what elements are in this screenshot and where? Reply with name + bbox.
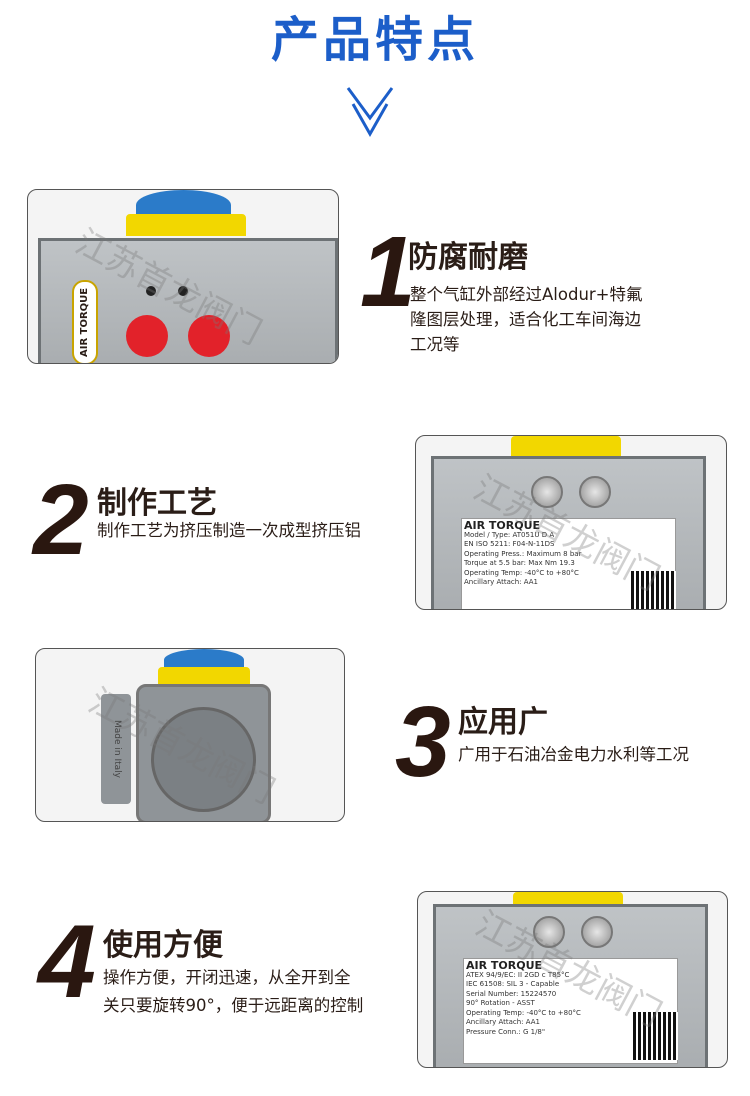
feature-description: 广用于石油冶金电力水利等工况	[458, 745, 689, 764]
label-row: Operating Temp: -40°C to +80°C	[464, 568, 579, 577]
feature-number: 2	[33, 464, 89, 576]
brand-logo: AIR TORQUE	[466, 959, 543, 972]
feature-heading: 应用广	[458, 705, 548, 740]
page-title: 产品特点	[270, 12, 479, 68]
qr-code	[631, 571, 676, 609]
cast-text: Made in Italy	[101, 694, 131, 804]
description-line: 操作方便，开闭迅速，从全开到全	[103, 968, 351, 987]
double-chevron-down-icon	[346, 87, 394, 138]
label-row: Operating Press.: Maximum 8 bar	[464, 549, 582, 558]
photo-actuator-front: AIR TORQUE 江苏首龙阀门	[27, 189, 339, 364]
label-row: ATEX 94/9/EC: II 2GD c T85°C	[466, 970, 570, 979]
photo-actuator-top: Made in Italy 江苏首龙阀门	[35, 648, 345, 822]
feature-description: 操作方便，开闭迅速，从全开到全 关只要旋转90°，便于远距离的控制	[103, 964, 423, 1020]
label-row: Operating Temp: -40°C to +80°C	[466, 1008, 581, 1017]
feature-heading: 防腐耐磨	[408, 240, 528, 275]
label-row: 90° Rotation - ASST	[466, 999, 535, 1007]
photo-actuator-label-full: AIR TORQUE ATEX 94/9/EC: II 2GD c T85°C …	[417, 891, 728, 1068]
label-row: Serial Number: 15224570	[466, 989, 557, 998]
label-row: Torque at 5.5 bar: Max Nm 19.3	[464, 559, 575, 567]
feature-description: 整个气缸外部经过Alodur+特氟 隆图层处理，适合化工车间海边 工况等	[410, 282, 710, 357]
label-row: Pressure Conn.: G 1/8"	[466, 1027, 546, 1036]
brand-logo: AIR TORQUE	[464, 519, 541, 532]
label-row: IEC 61508: SIL 3 - Capable	[466, 980, 560, 988]
brand-label: AIR TORQUE	[72, 280, 98, 363]
description-line: 隆图层处理，适合化工车间海边	[410, 310, 641, 329]
feature-number: 1	[360, 216, 416, 328]
feature-heading: 制作工艺	[97, 486, 217, 521]
qr-code	[633, 1012, 678, 1060]
label-row: Ancillary Attach: AA1	[464, 578, 538, 586]
feature-number: 4	[38, 904, 96, 1020]
description-line: 整个气缸外部经过Alodur+特氟	[410, 285, 643, 304]
feature-number: 3	[395, 686, 451, 798]
label-row: Ancillary Attach: AA1	[466, 1018, 540, 1026]
photo-actuator-label: AIR TORQUE Model / Type: AT051U D A EN I…	[415, 435, 727, 610]
feature-description: 制作工艺为挤压制造一次成型挤压铝	[97, 521, 361, 540]
label-row: EN ISO 5211: F04-N-11DS	[464, 540, 555, 548]
feature-heading: 使用方便	[103, 928, 223, 963]
description-line: 工况等	[410, 335, 460, 354]
label-row: Model / Type: AT051U D A	[464, 530, 555, 539]
description-line: 关只要旋转90°，便于远距离的控制	[103, 996, 364, 1015]
